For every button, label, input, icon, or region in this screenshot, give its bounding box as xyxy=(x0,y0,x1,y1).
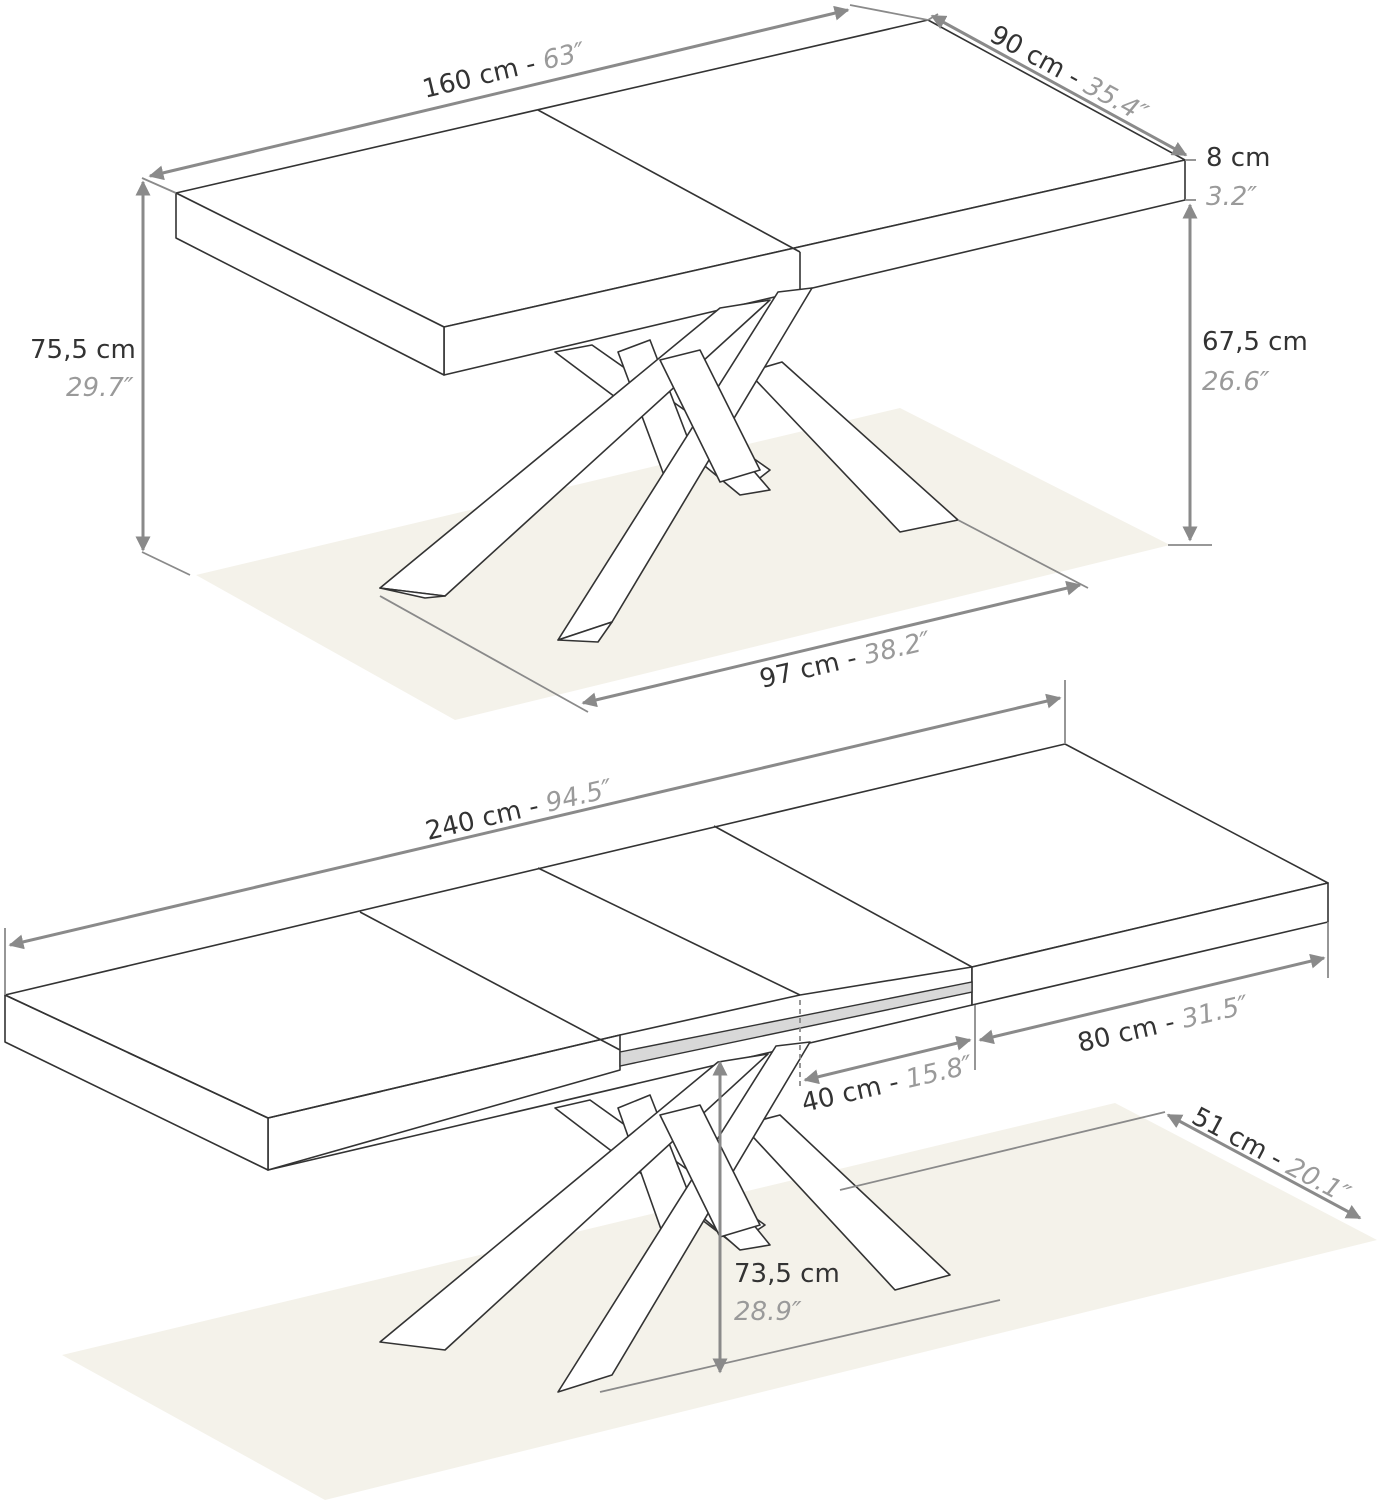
closed-height-imperial: 29.7″ xyxy=(66,373,134,403)
extended-clearance-imperial: 28.9″ xyxy=(734,1297,802,1327)
closed-length-imperial: 63″ xyxy=(540,37,589,76)
closed-height-metric: 75,5 cm xyxy=(30,335,136,365)
closed-height-dimension: 75,5 cm 29.7″ xyxy=(30,180,191,576)
svg-text:80 cm - 31.5″: 80 cm - 31.5″ xyxy=(1075,990,1252,1059)
extended-table-drawing: 240 cm - 94.5″ 80 cm - 31.5″ 40 cm - 15.… xyxy=(4,680,1377,1500)
closed-table-drawing: 160 cm - 63″ 90 cm - 35.4″ 8 cm 3.2″ 75,… xyxy=(30,4,1308,720)
closed-clearance-imperial: 26.6″ xyxy=(1202,367,1270,397)
extended-table-front-legs xyxy=(379,1041,811,1393)
extended-clearance-dimension: 73,5 cm 28.9″ xyxy=(599,1060,1001,1393)
closed-table-floor-shadow xyxy=(196,408,1170,720)
closed-leg-span-metric: 97 cm xyxy=(757,647,843,694)
closed-table-front-legs xyxy=(379,287,813,643)
closed-thickness-imperial: 3.2″ xyxy=(1206,182,1257,212)
extension-end-metric: 80 cm xyxy=(1075,1011,1161,1058)
svg-text:160 cm - 63″: 160 cm - 63″ xyxy=(420,37,589,105)
closed-length-metric: 160 cm xyxy=(420,53,522,105)
closed-table-top-side-face xyxy=(175,192,445,376)
extension-rail xyxy=(619,981,973,1067)
closed-top-thickness-dimension: 8 cm 3.2″ xyxy=(1185,143,1270,212)
extension-end-imperial: 31.5″ xyxy=(1179,990,1252,1035)
extension-mid-imperial: 15.8″ xyxy=(903,1050,976,1095)
extended-clearance-metric: 73,5 cm xyxy=(734,1259,840,1289)
extended-length-metric: 240 cm xyxy=(423,795,525,846)
closed-clearance-metric: 67,5 cm xyxy=(1202,327,1308,357)
closed-clearance-dimension: 67,5 cm 26.6″ xyxy=(1168,203,1308,546)
closed-thickness-metric: 8 cm xyxy=(1206,143,1270,173)
